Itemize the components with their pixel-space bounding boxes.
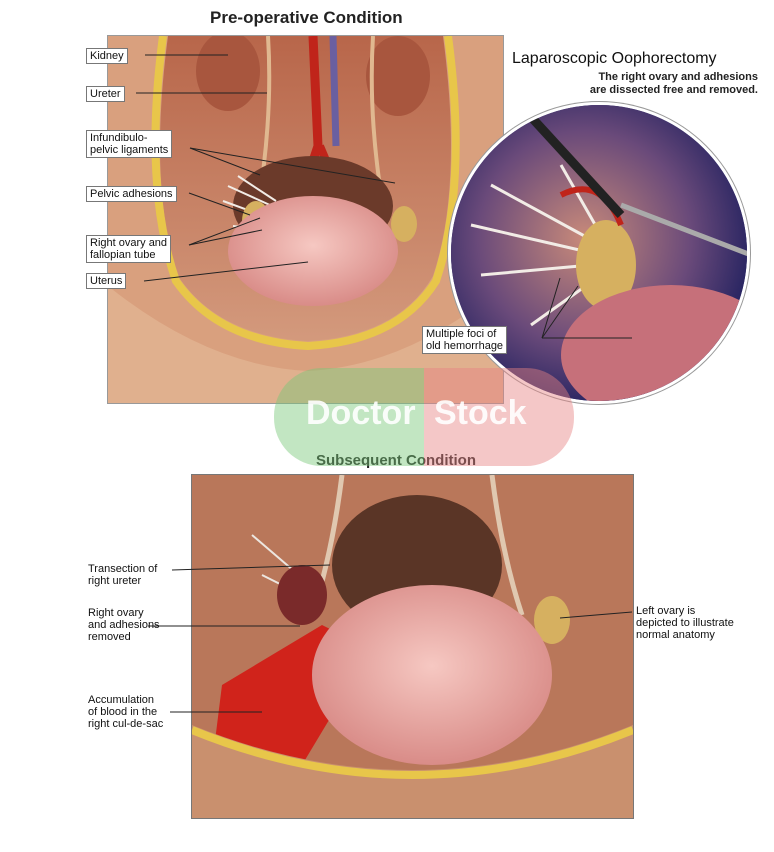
label-multiple-foci-hemorrhage: Multiple foci of old hemorrhage: [422, 326, 508, 354]
label-right-ovary-fallopian-tube: Right ovary and fallopian tube: [86, 235, 172, 263]
label-left-ovary-normal: Left ovary is depicted to illustrate nor…: [636, 605, 734, 641]
label-left-ovary-line-2: depicted to illustrate: [636, 617, 734, 629]
subsequent-anatomy: [192, 475, 633, 818]
label-foci-line-1: Multiple foci of: [426, 328, 497, 340]
label-right-ovary-line-2: fallopian tube: [90, 249, 156, 261]
label-accum-line-1: Accumulation: [88, 694, 155, 706]
label-infundibulo-line-2: pelvic ligaments: [90, 144, 169, 156]
label-removed-line-1: Right ovary: [88, 607, 144, 619]
label-left-ovary-line-3: normal anatomy: [636, 629, 715, 641]
laparoscopic-desc-line-1: The right ovary and adhesions: [598, 71, 758, 83]
label-transection-right-ureter: Transection of right ureter: [88, 563, 157, 587]
label-kidney: Kidney: [86, 48, 128, 64]
label-transection-line-2: right ureter: [88, 575, 142, 587]
subsequent-title: Subsequent Condition: [316, 452, 476, 469]
label-uterus: Uterus: [86, 273, 127, 289]
subsequent-illustration: [191, 474, 634, 819]
label-removed-line-2: and adhesions: [88, 619, 160, 631]
label-right-ovary-adhesions-removed: Right ovary and adhesions removed: [88, 607, 160, 643]
label-infundibulo-line-1: Infundibulo-: [90, 132, 148, 144]
label-left-ovary-line-1: Left ovary is: [636, 605, 696, 617]
label-infundibulopelvic-ligaments: Infundibulo- pelvic ligaments: [86, 130, 173, 158]
label-accum-line-3: right cul-de-sac: [88, 718, 164, 730]
label-accum-line-2: of blood in the: [88, 706, 158, 718]
laparoscopic-title: Laparoscopic Oophorectomy: [512, 50, 717, 67]
label-right-ovary-line-1: Right ovary and: [90, 237, 168, 249]
label-foci-line-2: old hemorrhage: [426, 340, 504, 352]
pre-operative-title: Pre-operative Condition: [210, 8, 403, 27]
laparoscopic-description: The right ovary and adhesions are dissec…: [548, 71, 758, 97]
label-accumulation-blood: Accumulation of blood in the right cul-d…: [88, 694, 163, 730]
label-transection-line-1: Transection of: [88, 563, 158, 575]
label-pelvic-adhesions: Pelvic adhesions: [86, 186, 177, 202]
laparoscopic-desc-line-2: are dissected free and removed.: [589, 84, 758, 96]
label-removed-line-3: removed: [88, 631, 131, 643]
label-ureter: Ureter: [86, 86, 125, 102]
